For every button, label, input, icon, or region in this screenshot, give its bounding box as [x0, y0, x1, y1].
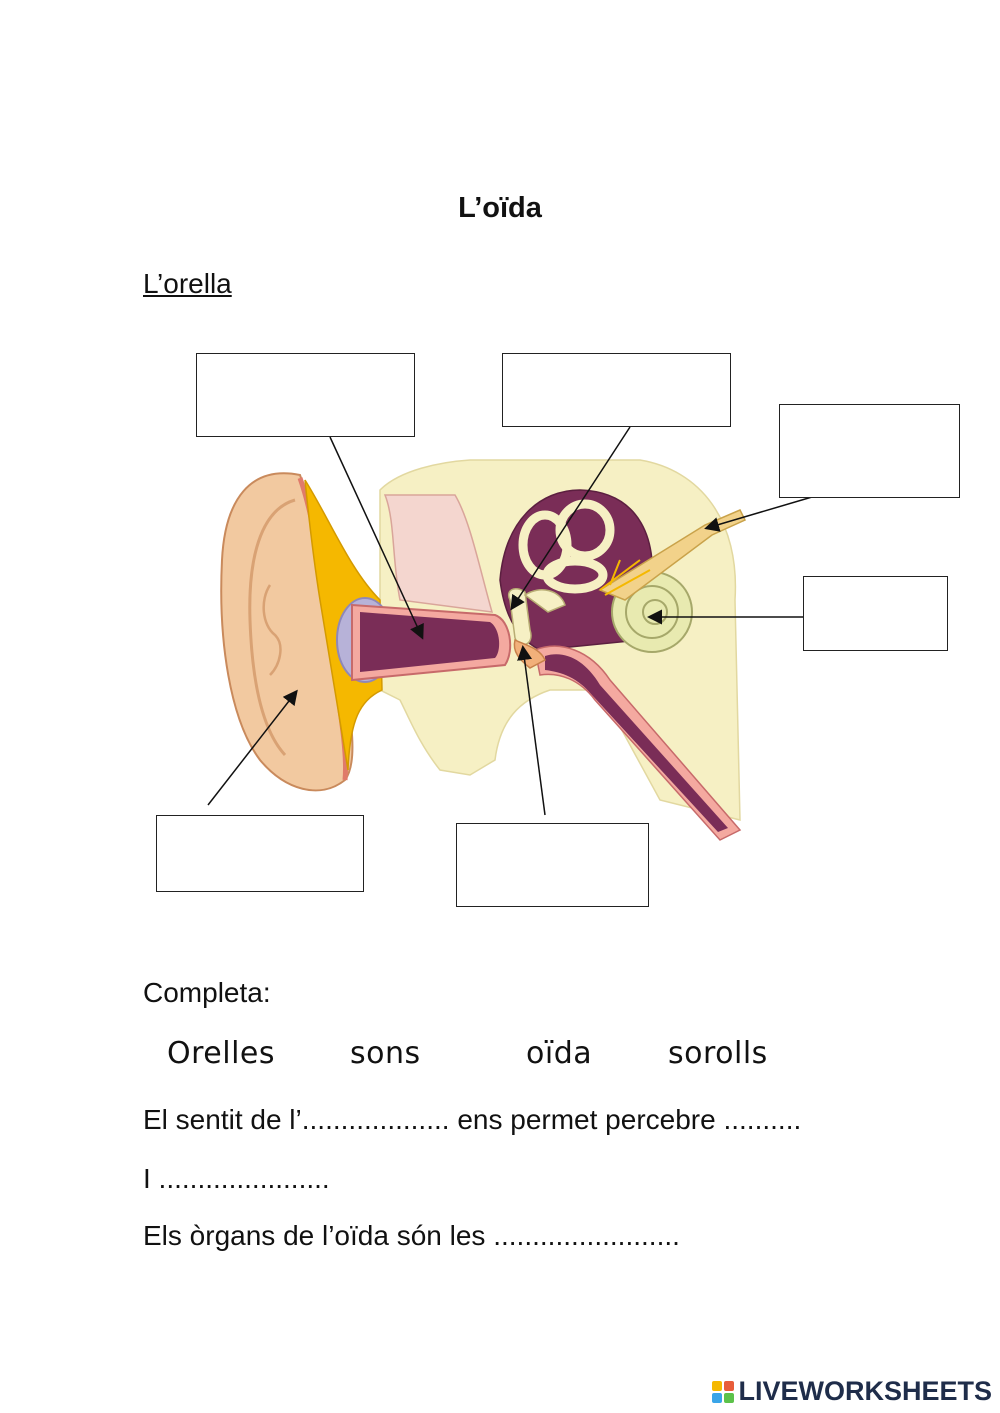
- exercise-instruction: Completa:: [143, 977, 271, 1008]
- liveworksheets-logo-icon: [712, 1380, 735, 1403]
- pinna-fold: [248, 498, 296, 757]
- fill-in-sentence-1: El sentit de l’................... ens p…: [143, 1104, 802, 1135]
- page-title: L’oïda: [458, 192, 542, 224]
- eustachian-tube-inner: [545, 654, 728, 832]
- word-bank-item: oïda: [526, 1036, 593, 1071]
- section-subtitle: L’orella: [143, 268, 232, 299]
- leader-line-ossicles: [510, 426, 631, 611]
- liveworksheets-brand: LIVEWORKSHEETS: [712, 1376, 992, 1407]
- label-box-cochlea[interactable]: [803, 576, 948, 651]
- leader-line-eardrum: [517, 645, 546, 816]
- ossicle-incus: [523, 589, 566, 613]
- semicircular-canal-2: [555, 499, 615, 561]
- fill-in-sentence-2: I ......................: [143, 1163, 330, 1194]
- leader-line-nerve: [704, 496, 813, 532]
- word-bank-item: sorolls: [668, 1036, 768, 1071]
- word-bank-item: Orelles: [167, 1036, 276, 1071]
- semicircular-canal-3: [542, 556, 608, 594]
- brand-name: LIVEWORKSHEETS: [738, 1376, 992, 1406]
- label-box-pinna[interactable]: [156, 815, 364, 892]
- label-box-ossicles[interactable]: [502, 353, 731, 427]
- nerve-fibers: [599, 559, 651, 596]
- fill-in-sentence-3: Els òrgans de l’oïda són les ...........…: [143, 1220, 680, 1251]
- word-bank-item: sons: [350, 1036, 421, 1071]
- label-box-nerve[interactable]: [779, 404, 960, 498]
- leader-line-ear-canal: [329, 436, 424, 640]
- label-box-ear-canal[interactable]: [196, 353, 415, 437]
- cochlea-turn: [625, 585, 679, 639]
- ear-canal-inner: [360, 612, 500, 672]
- leader-line-pinna: [207, 689, 298, 806]
- pinna-inner: [262, 584, 282, 676]
- bone-band-upper: [383, 494, 494, 613]
- label-box-eardrum[interactable]: [456, 823, 649, 907]
